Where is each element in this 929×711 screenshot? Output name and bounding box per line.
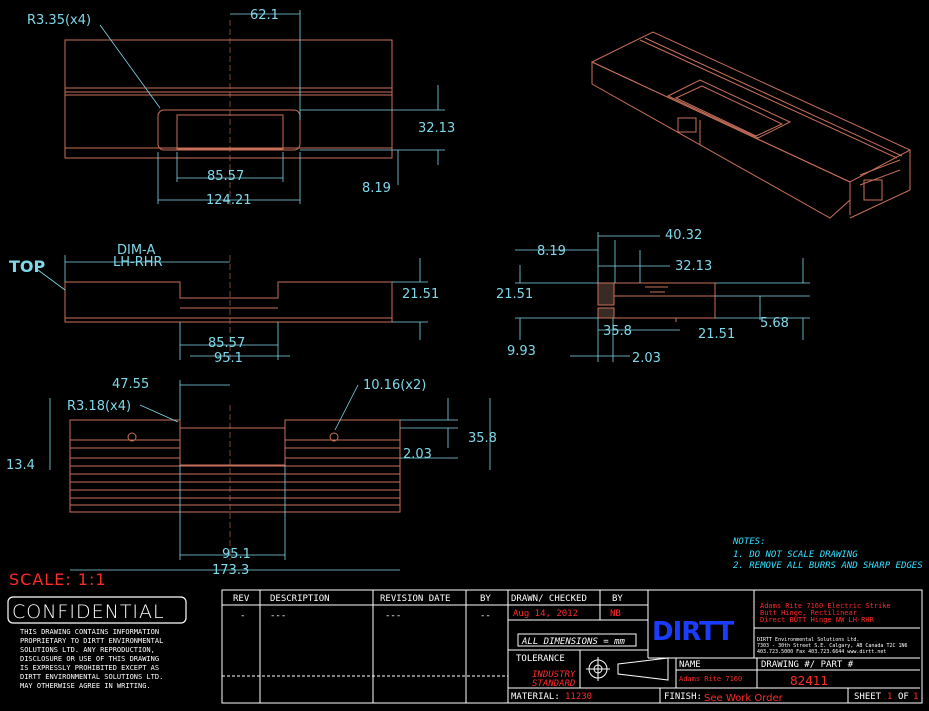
bot-dim-47: 47.55 <box>112 377 149 392</box>
side-dim-8: 8.19 <box>537 244 566 259</box>
bot-dim-35: 35.8 <box>468 431 497 446</box>
side-dim-21a: 21.51 <box>496 287 533 302</box>
by-header: BY <box>480 594 491 604</box>
notes-title: NOTES: <box>732 537 766 547</box>
top-radius-label: R3.35(x4) <box>27 13 91 28</box>
top-dim-62: 62.1 <box>250 8 279 23</box>
sheet-total: 1 <box>913 692 918 702</box>
bottom-ribs <box>70 439 400 506</box>
sheet-of: OF <box>898 692 909 702</box>
bot-hole-label: 10.16(x2) <box>363 378 426 393</box>
sheet-number: 1 <box>887 692 892 702</box>
by2-header: BY <box>612 594 623 604</box>
confidential-line: SOLUTIONS LTD. ANY REPRODUCTION, <box>20 646 155 654</box>
side-dim-40: 40.32 <box>665 228 702 243</box>
top-view: R3.35(x4) 62.1 32.13 85.57 8.19 124.21 <box>27 8 455 208</box>
material-value: 11230 <box>565 692 592 702</box>
confidential-line: PROPRIETARY TO DIRTT ENVIRONMENTAL <box>20 637 163 645</box>
notes-block: NOTES: 1. DO NOT SCALE DRAWING 2. REMOVE… <box>732 537 923 571</box>
side-dim-32: 32.13 <box>675 259 712 274</box>
confidential-line: DIRTT ENVIRONMENTAL SOLUTIONS LTD. <box>20 673 163 681</box>
mid-dim-85: 85.57 <box>208 336 245 351</box>
industry-label: INDUSTRY <box>532 670 576 680</box>
tolerance-label: TOLERANCE <box>516 654 565 664</box>
title-block: REV DESCRIPTION REVISION DATE BY - --- -… <box>221 589 923 704</box>
projection-symbol-icon <box>586 657 669 681</box>
mid-dim-21: 21.51 <box>402 287 439 302</box>
confidential-line: DISCLOSURE OR USE OF THIS DRAWING <box>20 655 159 663</box>
material-label: MATERIAL: <box>511 692 560 702</box>
lh-rhr-label: LH-RHR <box>113 255 163 270</box>
confidential-line: IS EXPRESSLY PROHIBITED EXCEPT AS <box>20 664 159 672</box>
drawing-number-label: DRAWING #/ PART # <box>761 660 854 670</box>
top-dim-124: 124.21 <box>206 193 252 208</box>
note-1: 1. DO NOT SCALE DRAWING <box>733 550 858 560</box>
company-line: DIRTT Environmental Solutions Ltd. <box>757 637 859 643</box>
product-line: Butt Hinge, Rectilinear <box>760 609 857 617</box>
all-dimensions: ALL DIMENSIONS = mm <box>521 637 626 647</box>
confidential-block: CONFIDENTIAL THIS DRAWING CONTAINS INFOR… <box>7 596 187 690</box>
mid-dim-95: 95.1 <box>214 351 243 366</box>
bot-dim-13: 13.4 <box>6 458 35 473</box>
name-value: Adams Rite 7160 <box>679 675 742 683</box>
mid-view-outline <box>64 281 393 323</box>
confidential-title: CONFIDENTIAL <box>12 601 165 623</box>
bot-radius-label: R3.18(x4) <box>67 399 131 414</box>
description-value: --- <box>270 611 286 621</box>
company-line: 7303 - 30th Street S.E. Calgary, AB Cana… <box>757 643 908 649</box>
top-dim-85: 85.57 <box>207 169 244 184</box>
company-line: 403.723.5000 Fax 403.723.6644 www.dirtt.… <box>757 649 886 655</box>
description-header: DESCRIPTION <box>270 594 330 604</box>
top-dim-8: 8.19 <box>362 181 391 196</box>
drawing-number-value: 82411 <box>790 674 828 688</box>
revision-date-value: --- <box>385 611 401 621</box>
bot-dim-173: 173.3 <box>212 563 249 578</box>
bottom-view: 47.55 R3.18(x4) 10.16(x2) 35.8 13.4 2.03… <box>6 377 497 578</box>
scale-label: SCALE: 1:1 <box>9 570 107 589</box>
confidential-line: MAY OTHERWISE AGREE IN WRITING. <box>20 682 151 690</box>
finish-label: FINISH: <box>664 692 702 702</box>
isometric-view <box>590 31 912 219</box>
rev-value: - <box>240 611 245 621</box>
top-view-outline <box>64 39 393 159</box>
drawn-date: Aug 14, 2012 <box>513 609 578 619</box>
standard-label: STANDARD <box>532 679 575 689</box>
side-section-view: 40.32 8.19 32.13 21.51 35.8 21.51 5.68 9… <box>496 228 810 366</box>
drawn-checked-header: DRAWN/ CHECKED <box>511 594 587 604</box>
note-2: 2. REMOVE ALL BURRS AND SHARP EDGES <box>733 561 923 571</box>
rev-header: REV <box>233 594 250 604</box>
finish-value: See Work Order <box>704 693 784 704</box>
top-view-cutout <box>157 109 301 151</box>
drawn-by: NB <box>610 609 621 619</box>
bot-dim-2: 2.03 <box>403 447 432 462</box>
by-value: -- <box>480 611 491 621</box>
side-dim-21b: 21.51 <box>698 327 735 342</box>
side-dim-5: 5.68 <box>760 316 789 331</box>
dim-a-label: DIM-A <box>117 243 155 258</box>
sheet-label: SHEET <box>854 692 882 702</box>
product-line: Adams Rite 7160 Electric Strike <box>760 602 891 610</box>
side-dim-2: 2.03 <box>632 351 661 366</box>
product-line: Direct BUTT Hinge NW LH-RHR <box>760 616 875 624</box>
dirtt-logo: DIRTT <box>652 617 734 647</box>
top-dim-32: 32.13 <box>418 121 455 136</box>
revision-date-header: REVISION DATE <box>380 594 450 604</box>
confidential-line: THIS DRAWING CONTAINS INFORMATION <box>20 628 159 636</box>
bot-dim-95: 95.1 <box>222 547 251 562</box>
side-dim-35: 35.8 <box>603 324 632 339</box>
middle-view: TOP DIM-A LH-RHR 21.51 85.57 95.1 <box>9 243 439 366</box>
name-label: NAME <box>679 660 701 670</box>
top-label: TOP <box>9 257 46 276</box>
side-dim-9: 9.93 <box>507 344 536 359</box>
